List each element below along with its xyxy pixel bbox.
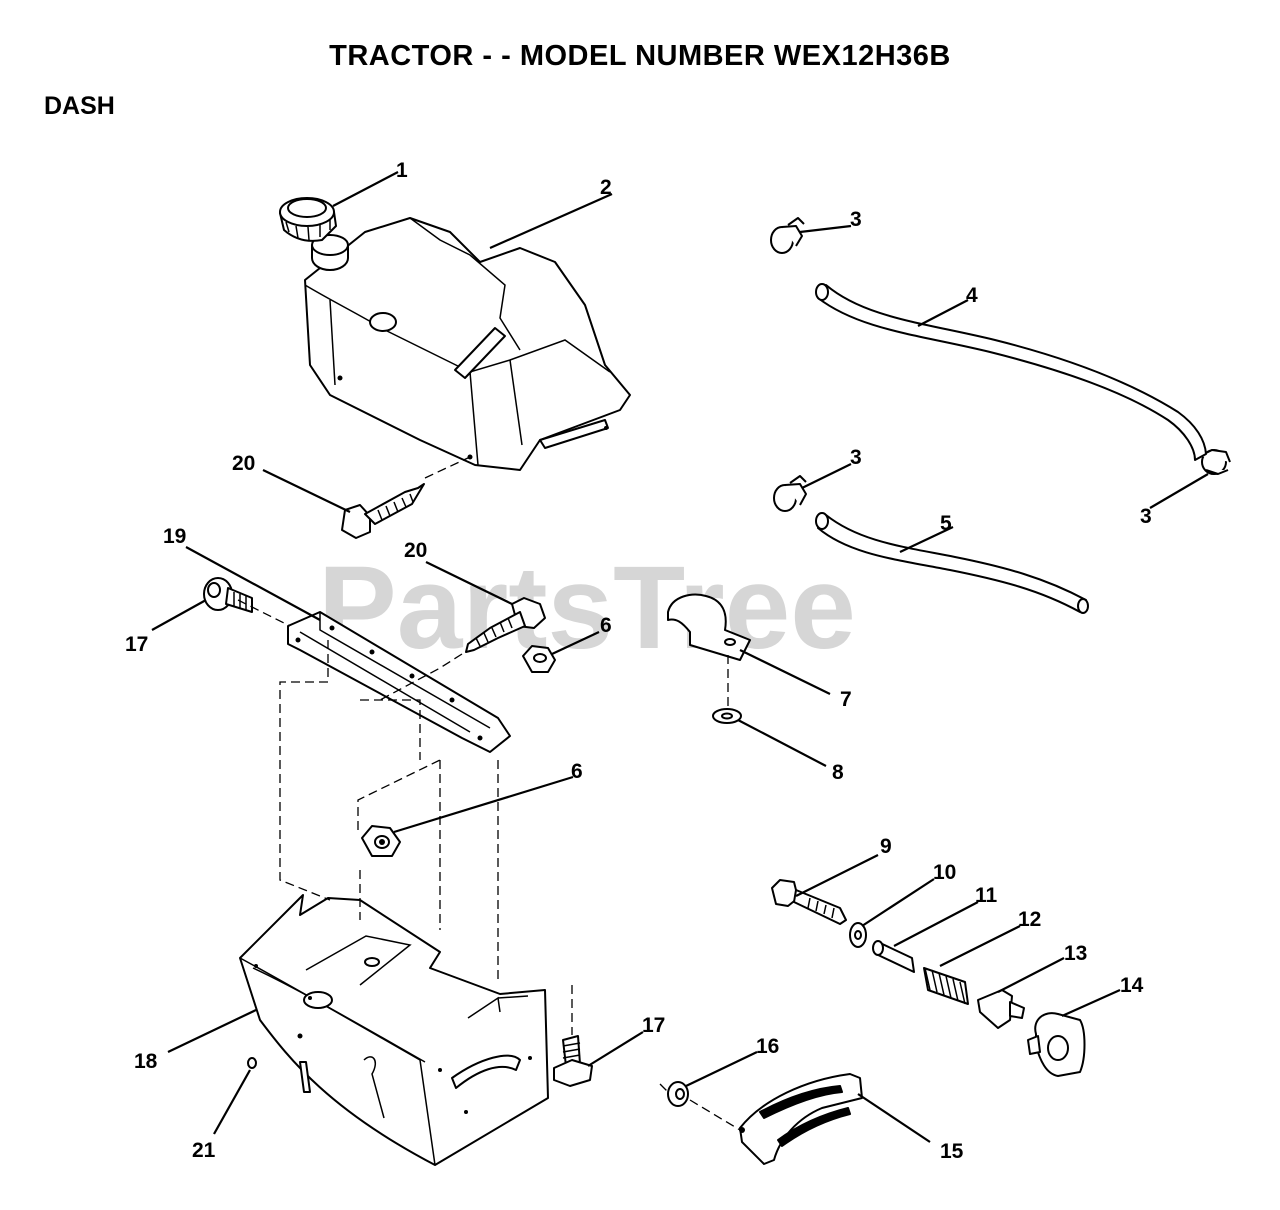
callout-3-right: 3: [1140, 505, 1152, 528]
rivet-part[interactable]: [247, 1057, 257, 1069]
nut-part-top[interactable]: [522, 645, 556, 673]
fuel-line-bracket-part[interactable]: [667, 593, 751, 661]
callout-9: 9: [880, 835, 892, 858]
callout-21: 21: [192, 1139, 216, 1162]
callout-14: 14: [1120, 974, 1144, 997]
handle-part[interactable]: [1027, 1012, 1086, 1077]
callout-7: 7: [840, 688, 852, 711]
screw-part-top[interactable]: [341, 483, 425, 539]
callout-8: 8: [832, 761, 844, 784]
callout-5: 5: [940, 512, 952, 535]
callout-6-top: 6: [600, 614, 612, 637]
callout-6-middle: 6: [571, 760, 583, 783]
callout-19: 19: [163, 525, 186, 548]
section-title: DASH: [44, 92, 115, 120]
nut-part-middle[interactable]: [361, 825, 401, 857]
callout-20-top: 20: [232, 452, 255, 475]
shoulder-bolt-part[interactable]: [771, 879, 847, 925]
callout-3-top: 3: [850, 208, 862, 231]
callout-1: 1: [396, 159, 408, 182]
watermark-text: PartsTree: [318, 542, 856, 674]
dash-panel-part[interactable]: [239, 894, 549, 1166]
callout-3-middle: 3: [850, 446, 862, 469]
callout-20-middle: 20: [404, 539, 427, 562]
callout-11: 11: [975, 884, 998, 907]
throttle-plate-part[interactable]: [739, 1073, 863, 1165]
spring-part[interactable]: [923, 967, 969, 1005]
dash-bracket-part[interactable]: [287, 611, 511, 753]
spacer-part[interactable]: [872, 940, 915, 973]
bolt-part-left[interactable]: [203, 577, 253, 613]
fuel-line-part-lower[interactable]: [815, 512, 1089, 614]
callout-10: 10: [933, 861, 956, 884]
knob-part[interactable]: [977, 989, 1025, 1029]
callout-17-left: 17: [125, 633, 148, 656]
washer-part[interactable]: [712, 708, 742, 724]
callout-2: 2: [600, 176, 612, 199]
hose-clamp-part-middle[interactable]: [773, 475, 807, 512]
hose-clamp-part-top[interactable]: [770, 217, 805, 254]
screw-part-middle[interactable]: [465, 597, 546, 653]
callout-15: 15: [940, 1140, 964, 1163]
callout-labels: 1 2 3 4 3 3 5 6 7 8 6 20 20 19 17 9 10 1…: [125, 159, 1152, 1163]
callout-17-right: 17: [642, 1014, 665, 1037]
callout-13: 13: [1064, 942, 1087, 965]
fuel-cap-part[interactable]: [279, 197, 337, 242]
flat-washer-part[interactable]: [849, 922, 867, 948]
bolt-part-right[interactable]: [553, 1035, 593, 1087]
fuel-line-part[interactable]: [815, 283, 1207, 461]
callout-4: 4: [966, 284, 978, 307]
callout-16: 16: [756, 1035, 779, 1058]
fuel-tank-part[interactable]: [304, 217, 631, 471]
callout-18: 18: [134, 1050, 158, 1073]
leader-lines: [151, 171, 1209, 1143]
grommet-part[interactable]: [667, 1081, 689, 1107]
diagram-title: TRACTOR - - MODEL NUMBER WEX12H36B: [329, 40, 951, 72]
callout-12: 12: [1018, 908, 1041, 931]
